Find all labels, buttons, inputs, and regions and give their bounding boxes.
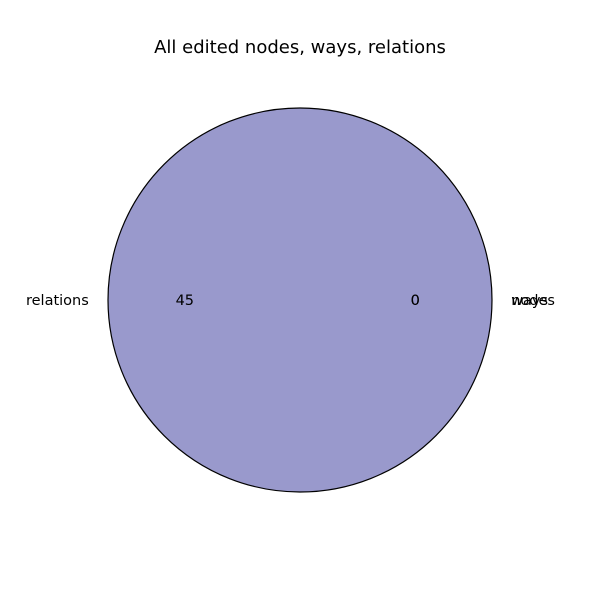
pie-value-ways: 0	[411, 293, 420, 309]
pie-slice-relations	[107, 107, 493, 493]
pie-value-relations: 45	[176, 293, 194, 309]
pie-label-ways: ways	[511, 293, 548, 309]
chart-title: All edited nodes, ways, relations	[154, 37, 446, 58]
pie-slices	[107, 107, 493, 493]
pie-label-relations: relations	[26, 293, 89, 309]
pie-label-nodes: nodes	[511, 293, 555, 309]
pie-value-nodes: 0	[411, 293, 420, 309]
